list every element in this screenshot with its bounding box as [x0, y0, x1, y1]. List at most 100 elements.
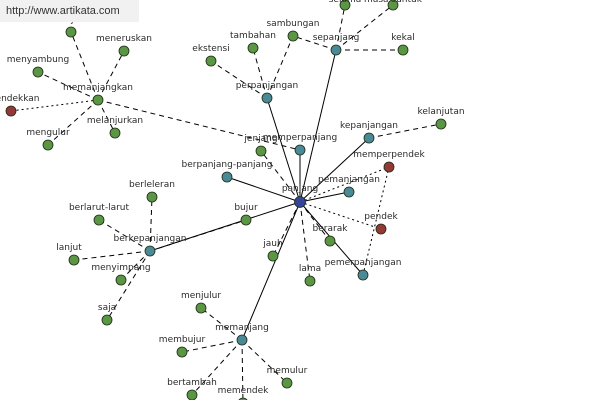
node-label-tambahan[interactable]: tambahan [230, 31, 276, 41]
node-menjulur[interactable] [195, 302, 207, 314]
node-label-berarak[interactable]: berarak [313, 224, 349, 234]
node-panjang[interactable] [294, 196, 306, 208]
node-label-membujur[interactable]: membujur [159, 335, 206, 345]
node-selama[interactable] [339, 0, 351, 11]
site-credit[interactable]: http://www.artikata.com [0, 0, 139, 22]
node-label-perpanjangan[interactable]: perpanjangan [236, 81, 299, 91]
node-label-jenjang[interactable]: jenjang [243, 134, 277, 144]
node-berlarut_larut[interactable] [93, 214, 105, 226]
node-label-kepanjangan[interactable]: kepanjangan [340, 121, 398, 131]
node-membujur[interactable] [176, 346, 188, 358]
node-kelanjutan[interactable] [435, 118, 447, 130]
edge-memanjang-memendek [241, 339, 244, 400]
node-label-kelanjutan[interactable]: kelanjutan [417, 107, 464, 117]
node-berarak[interactable] [324, 235, 336, 247]
node-label-pendek[interactable]: pendek [364, 212, 398, 222]
node-lama[interactable] [304, 275, 316, 287]
edge-berkepanjangan-berlarut_larut [98, 219, 151, 252]
node-berpanjang_panjang[interactable] [221, 171, 233, 183]
edge-kepanjangan-kelanjutan [368, 123, 442, 139]
node-bertambah[interactable] [186, 389, 198, 400]
edge-sepanjang-masa_suntuk [335, 4, 394, 51]
node-memperpanjang[interactable] [294, 144, 306, 156]
node-masa_suntuk[interactable] [387, 0, 399, 11]
node-berleleran[interactable] [146, 191, 158, 203]
node-label-kekal[interactable]: kekal [391, 33, 415, 43]
node-label-melanjurkan[interactable]: melanjurkan [87, 116, 143, 126]
node-label-pemerpanjangan[interactable]: pemerpanjangan [325, 258, 402, 268]
node-label-memperpanjang[interactable]: memperpanjang [263, 133, 337, 143]
node-label-selama[interactable]: selama [329, 0, 362, 5]
node-label-memendekkan[interactable]: memendekkan [0, 94, 40, 104]
node-menyimpang[interactable] [115, 274, 127, 286]
node-label-ekstensi[interactable]: ekstensi [192, 44, 229, 54]
node-label-lama[interactable]: lama [299, 264, 321, 274]
node-tambahan[interactable] [247, 42, 259, 54]
node-mengulur[interactable] [42, 139, 54, 151]
node-label-lanjut[interactable]: lanjut [56, 243, 82, 253]
node-pemerpanjangan[interactable] [357, 269, 369, 281]
node-saja[interactable] [101, 314, 113, 326]
edge-berkepanjangan-lanjut [73, 250, 151, 261]
node-label-memanjang[interactable]: memanjang [215, 323, 269, 333]
edge-berkepanjangan-saja [106, 250, 151, 321]
node-sepanjang[interactable] [330, 44, 342, 56]
node-meneruskan[interactable] [118, 45, 130, 57]
edge-sepanjang-selama [335, 4, 346, 51]
edge-panjang-pemanjangan [299, 191, 350, 203]
node-label-menyambung[interactable]: menyambung [7, 55, 69, 65]
node-label-mengulur[interactable]: mengulur [26, 128, 70, 138]
node-jenjang[interactable] [255, 145, 267, 157]
node-memperpendek[interactable] [383, 161, 395, 173]
node-melanjutkan_top[interactable] [65, 26, 77, 38]
node-label-jauh[interactable]: jauh [262, 239, 282, 249]
edge-berkepanjangan-bujur [149, 219, 247, 252]
node-label-panjang[interactable]: panjang [282, 184, 318, 194]
node-berkepanjangan[interactable] [144, 245, 156, 257]
node-memanjang[interactable] [236, 334, 248, 346]
node-label-berkepanjangan[interactable]: berkepanjangan [114, 234, 187, 244]
node-label-masa_suntuk[interactable]: masa suntuk [364, 0, 423, 5]
node-label-meneruskan[interactable]: meneruskan [96, 34, 152, 44]
node-kekal[interactable] [397, 44, 409, 56]
node-label-berlarut_larut[interactable]: berlarut-larut [69, 203, 130, 213]
edges-layer [10, 4, 442, 400]
edge-panjang-lama [299, 201, 311, 282]
node-label-menyimpang[interactable]: menyimpang [91, 263, 150, 273]
edge-pemerpanjangan-memperpendek [362, 166, 390, 276]
node-perpanjangan[interactable] [261, 92, 273, 104]
edge-memanjangkan-melanjutkan_top [70, 31, 99, 101]
node-label-berleleran[interactable]: berleleran [129, 180, 175, 190]
edge-panjang-memanjang [241, 201, 301, 341]
node-label-menjulur[interactable]: menjulur [181, 291, 221, 301]
node-memendekkan[interactable] [5, 105, 17, 117]
node-pemanjangan[interactable] [343, 186, 355, 198]
node-label-sepanjang[interactable]: sepanjang [313, 33, 360, 43]
node-label-sambungan[interactable]: sambungan [266, 19, 319, 29]
nodes-layer [5, 0, 447, 400]
node-label-memanjangkan[interactable]: memanjangkan [63, 83, 133, 93]
node-memulur[interactable] [281, 377, 293, 389]
node-melanjurkan[interactable] [109, 127, 121, 139]
node-pendek[interactable] [375, 223, 387, 235]
node-label-berpanjang_panjang[interactable]: berpanjang-panjang [182, 160, 273, 170]
node-jauh[interactable] [267, 250, 279, 262]
node-label-memulur[interactable]: memulur [267, 366, 308, 376]
edge-memanjangkan-memperpanjang [97, 99, 301, 151]
edge-memanjang-bertambah [191, 339, 243, 396]
node-label-pemanjangan[interactable]: pemanjangan [318, 175, 380, 185]
node-sambungan[interactable] [287, 30, 299, 42]
node-kepanjangan[interactable] [363, 132, 375, 144]
edge-panjang-jenjang [260, 150, 301, 203]
node-label-bujur[interactable]: bujur [234, 203, 258, 213]
node-ekstensi[interactable] [205, 55, 217, 67]
node-lanjut[interactable] [68, 254, 80, 266]
node-menyambung[interactable] [32, 66, 44, 78]
node-bujur[interactable] [240, 214, 252, 226]
node-label-bertambah[interactable]: bertambah [167, 378, 217, 388]
node-label-saja[interactable]: saja [98, 303, 116, 313]
edge-memanjangkan-mengulur [47, 99, 99, 146]
node-label-memendek[interactable]: memendek [218, 386, 270, 396]
node-label-memperpendek[interactable]: memperpendek [353, 150, 425, 160]
node-memanjangkan[interactable] [92, 94, 104, 106]
